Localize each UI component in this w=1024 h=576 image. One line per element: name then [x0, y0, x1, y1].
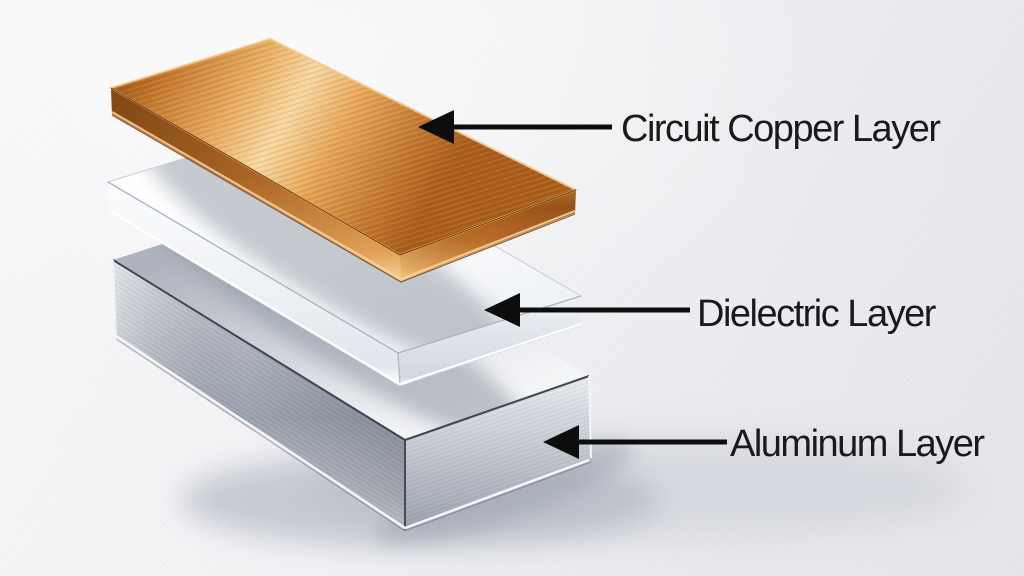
circuit-copper-layer — [108, 37, 579, 283]
copper-side-face-shading — [400, 190, 576, 281]
copper-bottom-edge-highlight — [111, 111, 576, 281]
copper-front-face-shading — [111, 88, 401, 281]
dielectric-side-face — [398, 296, 581, 386]
aluminum-side-face-brush-texture — [405, 376, 591, 530]
dielectric-annotation-arrow — [484, 293, 690, 327]
aluminum-bottom-edge-highlight — [115, 334, 590, 530]
copper-arrowhead-icon — [418, 110, 454, 144]
aluminum-annotation-arrow — [543, 425, 727, 459]
dielectric-arrowhead-icon — [484, 293, 520, 327]
dielectric-bottom-edge-highlight — [109, 210, 582, 386]
copper-top-face-brush-texture — [111, 39, 576, 255]
dielectric-corner-edge — [397, 352, 401, 387]
aluminum-left-edge-highlight — [112, 259, 117, 339]
copper-top-edge-seam — [110, 87, 577, 256]
dielectric-top-shadow — [141, 131, 523, 353]
aluminum-bottom-edge-line — [115, 338, 592, 532]
copper-layer-label: Circuit Copper Layer — [621, 108, 941, 150]
dielectric-front-face — [108, 182, 400, 386]
dielectric-layer-label: Dielectric Layer — [697, 293, 937, 335]
aluminum-arrowhead-icon — [543, 425, 579, 459]
copper-bottom-edge-line — [111, 114, 576, 283]
copper-annotation-arrow — [418, 110, 612, 144]
aluminum-front-face-brush-texture — [113, 260, 405, 530]
aluminum-layer-label: Aluminum Layer — [730, 423, 985, 465]
